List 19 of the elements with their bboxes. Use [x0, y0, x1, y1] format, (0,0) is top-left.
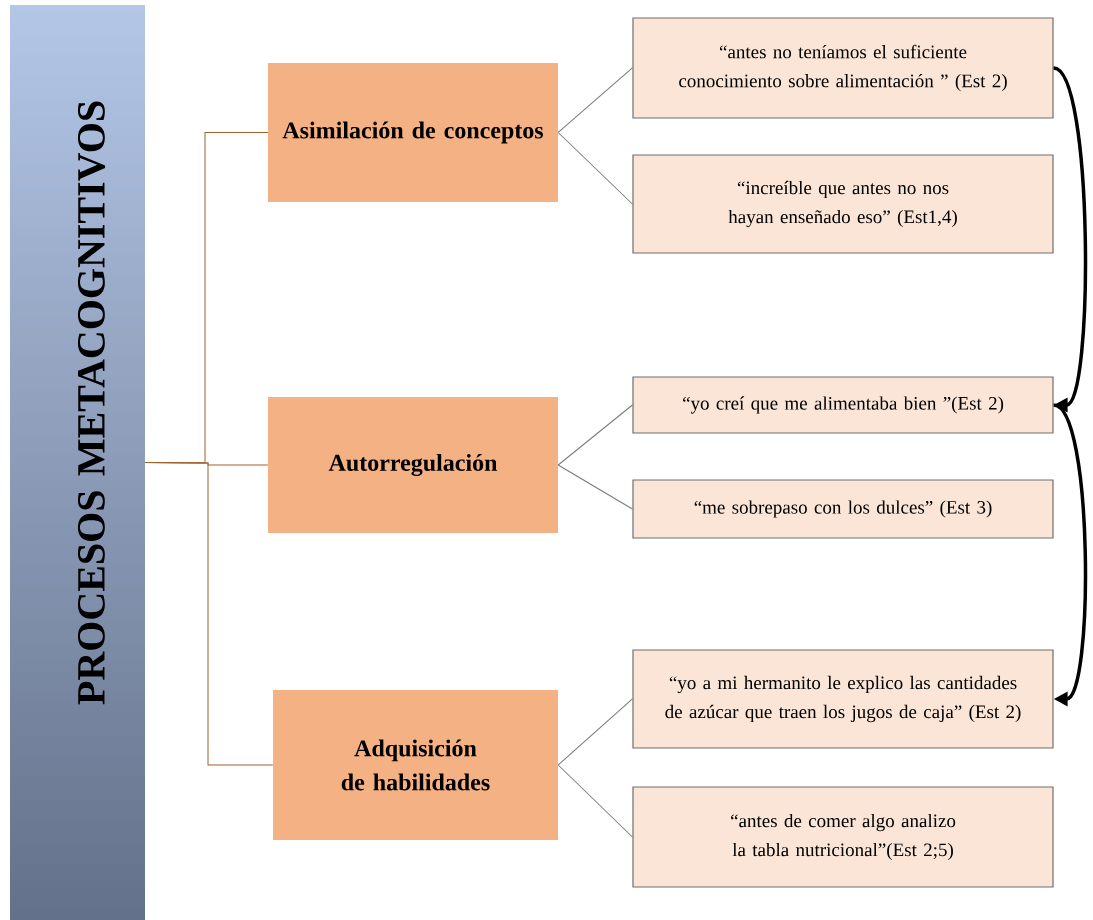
arrow [1052, 66, 1088, 413]
band-title: PROCESOS METACOGNITIVOS [77, 101, 106, 705]
quote-box: “antes de comer algo analizo la tabla nutricional”(Est 2;5) [632, 786, 1054, 888]
arrow [1052, 403, 1088, 707]
category-box: Autorregulación [268, 397, 558, 533]
connector-line [557, 464, 633, 510]
category-box: Asimilación de conceptos [268, 63, 558, 202]
quote-box: “me sobrepaso con los dulces” (Est 3) [632, 479, 1054, 539]
quote-box: “increíble que antes no nos hayan enseñado eso” (Est1,4) [632, 154, 1054, 254]
connector-line [557, 404, 633, 466]
connector-line [144, 462, 274, 766]
connector-line [557, 132, 633, 205]
quote-box: “yo a mi hermanito le explico las cantidades de azúcar que traen los jugos de caja” (Est 2) [632, 649, 1054, 749]
connector-line [557, 698, 633, 766]
quote-box: “antes no teníamos el suficiente conocimiento sobre alimentación ” (Est 2) [632, 17, 1054, 119]
category-box: Adquisición de habilidades [273, 690, 558, 840]
connector-line [557, 764, 633, 838]
connector-line [557, 67, 633, 133]
quote-box: “yo creí que me alimentaba bien ”(Est 2) [632, 376, 1054, 434]
